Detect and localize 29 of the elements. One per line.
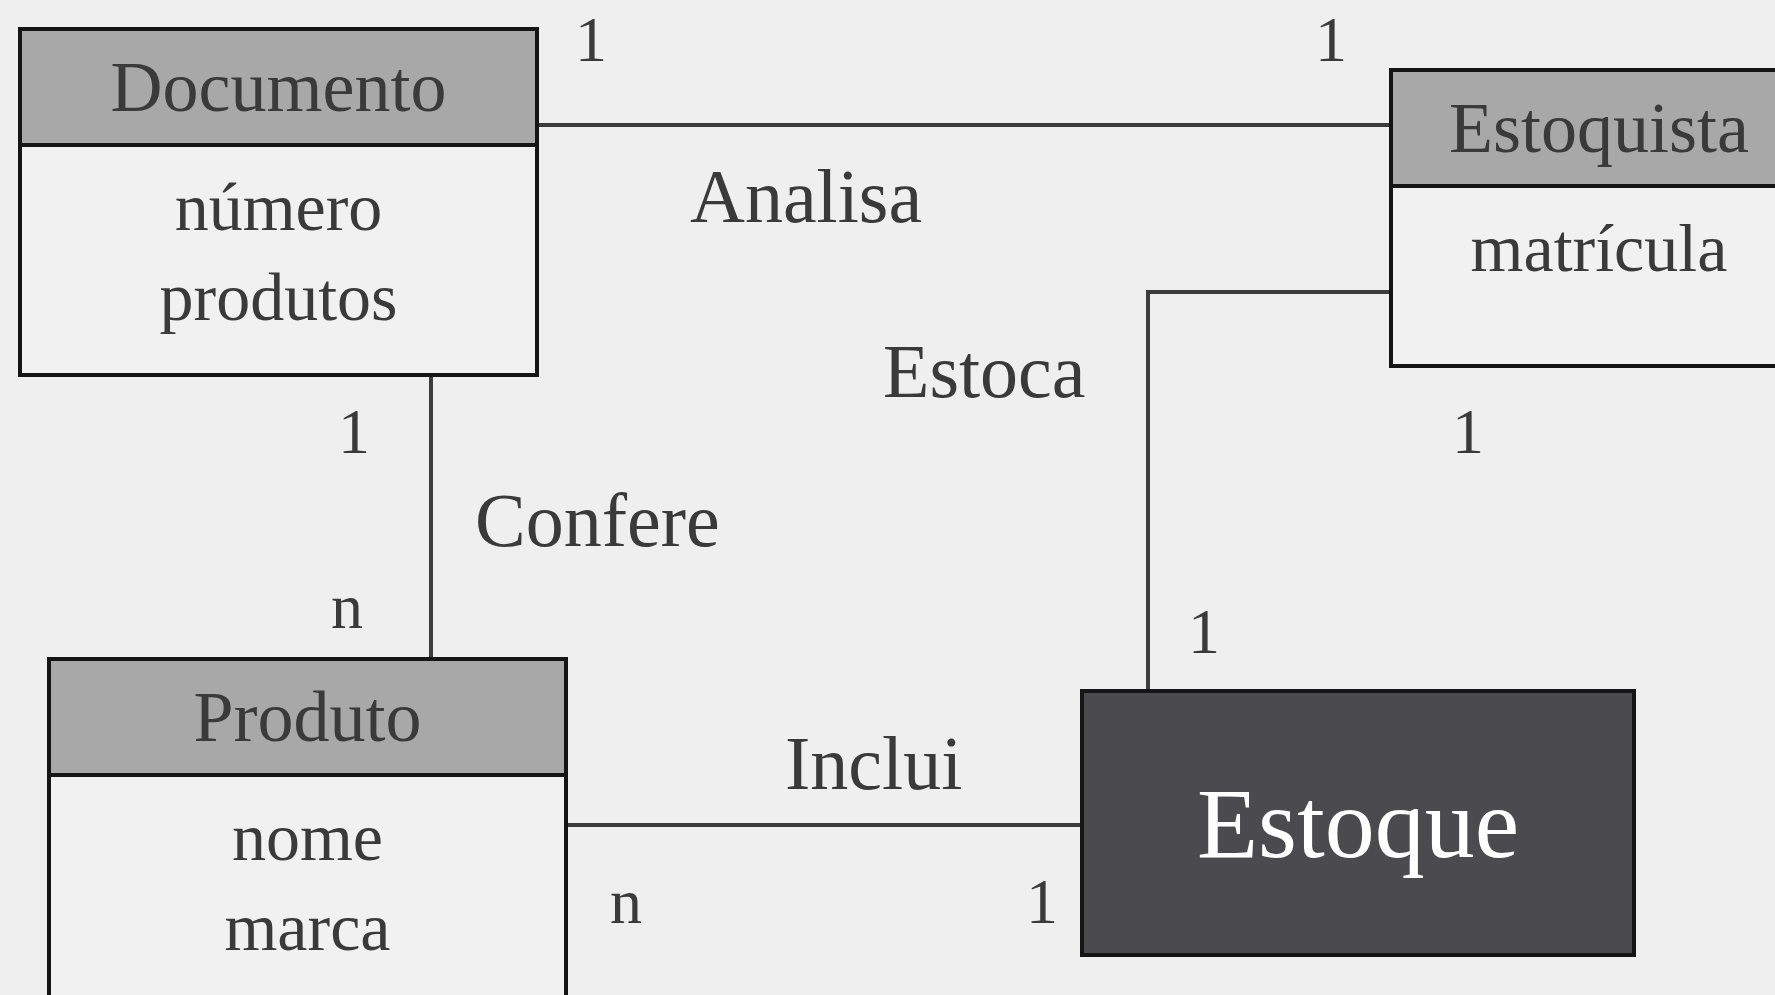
attribute-text: marca bbox=[223, 888, 392, 967]
relationship-line bbox=[429, 377, 433, 657]
cardinality-label: 1 bbox=[575, 8, 607, 72]
attribute-text: produtos bbox=[158, 258, 399, 337]
entity-name: Produto bbox=[51, 661, 564, 777]
relationship-line bbox=[1146, 290, 1389, 689]
entity-box bbox=[1389, 68, 1775, 368]
relationship-label: Inclui bbox=[785, 725, 963, 801]
attribute-text: nome bbox=[230, 798, 385, 877]
cardinality-label: 1 bbox=[1315, 8, 1347, 72]
relationship-label: Analisa bbox=[690, 158, 923, 234]
cardinality-label: n bbox=[610, 870, 642, 934]
relationship-line bbox=[539, 123, 1389, 127]
cardinality-label: 1 bbox=[338, 400, 370, 464]
entity-box bbox=[1080, 689, 1636, 957]
cardinality-label: 1 bbox=[1452, 400, 1484, 464]
entity-box bbox=[47, 657, 568, 995]
cardinality-label: 1 bbox=[1188, 600, 1220, 664]
entity-name: Documento bbox=[22, 31, 535, 147]
attribute-text: matrícula bbox=[1469, 209, 1729, 288]
cardinality-label: n bbox=[331, 575, 363, 639]
attribute-text: número bbox=[173, 168, 384, 247]
entity-name: Estoque bbox=[1196, 766, 1520, 881]
relationship-label: Estoca bbox=[883, 333, 1086, 409]
relationship-label: Confere bbox=[475, 482, 720, 558]
entity-box bbox=[18, 27, 539, 377]
cardinality-label: 1 bbox=[1026, 870, 1058, 934]
relationship-line bbox=[568, 823, 1080, 827]
entity-name: Estoquista bbox=[1393, 72, 1775, 188]
